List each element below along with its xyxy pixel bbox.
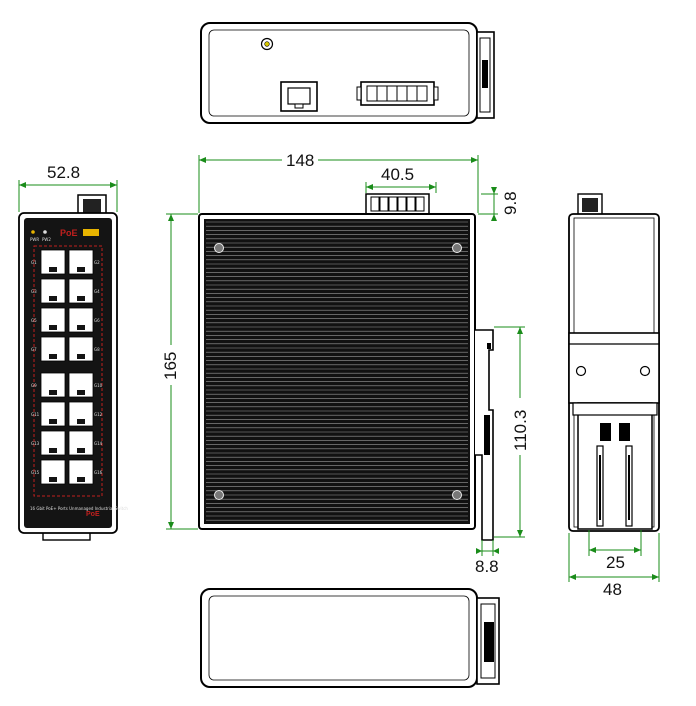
ethernet-port: G10: [68, 372, 103, 398]
footer-logo: PoE: [86, 511, 100, 518]
side-terminal-block: [365, 193, 430, 215]
top-view: [200, 22, 495, 124]
port-label: G13: [31, 441, 40, 446]
screw-icon: [452, 490, 462, 500]
ethernet-port: G15: [31, 459, 66, 485]
ethernet-port: G1: [31, 249, 66, 275]
ethernet-port: G8: [68, 336, 100, 362]
ethernet-port: G5: [31, 307, 66, 333]
side-view: [198, 193, 494, 541]
port-label: G8: [94, 347, 100, 352]
port-label: G12: [94, 412, 103, 417]
ethernet-port: G12: [68, 401, 103, 427]
brand-logo: PoE: [60, 228, 78, 238]
ethernet-port: G2: [68, 249, 100, 275]
bottom-view: [200, 588, 500, 688]
rear-view: [568, 193, 660, 532]
din-rail-clip-side: [475, 329, 494, 541]
ethernet-port: G11: [31, 401, 66, 427]
screw-icon: [452, 243, 462, 253]
dim-din-rail-height: 110.3: [511, 410, 530, 451]
dim-depth-total: 48: [603, 580, 622, 599]
port-label: G7: [31, 347, 37, 352]
ethernet-port: G4: [68, 278, 100, 304]
ethernet-port: G16: [68, 459, 103, 485]
din-clip-top: [476, 31, 495, 119]
dim-terminal-height: 9.8: [501, 191, 520, 215]
ethernet-port: G3: [31, 278, 66, 304]
dim-height: 165: [161, 352, 180, 380]
port-label: G9: [31, 383, 37, 388]
port-label: G2: [94, 260, 100, 265]
dim-terminal-width: 40.5: [381, 165, 414, 184]
port-label: G11: [31, 412, 40, 417]
ethernet-port: G7: [31, 336, 66, 362]
dim-depth-inner: 25: [606, 553, 625, 572]
screw-icon: [214, 243, 224, 253]
hole-icon: [575, 365, 587, 377]
din-clip-bottom: [476, 597, 500, 685]
ethernet-port: G14: [68, 430, 103, 456]
port-label: G10: [94, 383, 103, 388]
dim-width-side: 148: [286, 151, 314, 170]
dimension-lines: [18, 155, 660, 582]
port-label: G15: [31, 470, 40, 475]
led-pw2-icon: [43, 230, 47, 234]
led-pwr-icon: [31, 230, 35, 234]
front-view: PoE PWR PW2 G1G3G5G7G9G11G13G15G2G4G6G8G…: [18, 194, 128, 541]
ethernet-port: G13: [31, 430, 66, 456]
screw-icon: [214, 490, 224, 500]
mount-screws: [214, 243, 462, 500]
ethernet-port: G6: [68, 307, 100, 333]
port-label: G5: [31, 318, 37, 323]
port-label: G4: [94, 289, 100, 294]
heat-sink-fins: [206, 221, 468, 521]
led-label-pwr: PWR: [30, 237, 39, 242]
ethernet-port: G9: [31, 372, 66, 398]
dim-width-front: 52.8: [47, 163, 80, 182]
port-label: G6: [94, 318, 100, 323]
dim-din-offset: 8.8: [475, 557, 499, 576]
led-label-pw2: PW2: [42, 237, 51, 242]
dimension-arrows: [19, 157, 659, 580]
console-port: [280, 81, 318, 112]
port-label: G3: [31, 289, 37, 294]
power-terminal-block: [356, 81, 439, 106]
port-label: G16: [94, 470, 103, 475]
front-footer-text: 16 Gbit PoE+ Ports Unmanaged Industrial …: [30, 506, 128, 511]
port-label: G14: [94, 441, 103, 446]
hole-icon: [639, 365, 651, 377]
port-label: G1: [31, 260, 37, 265]
